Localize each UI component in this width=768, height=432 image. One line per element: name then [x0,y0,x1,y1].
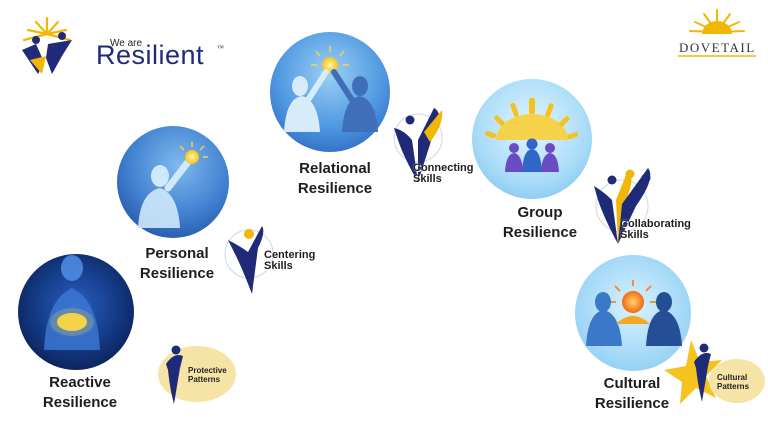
centering-skills-label: Centering Skills [264,250,315,272]
dovetail-wordmark: DOVETAIL [679,40,756,55]
collaborating-line1: Collaborating [620,218,691,230]
cultural-line1: Cultural [603,375,661,392]
relational-resilience-image [270,32,390,152]
cultural-line2: Resilience [594,395,670,412]
protective-patterns-icon [158,345,236,404]
cultural-resilience-label: Cultural Resilience [572,374,692,414]
collaborating-line2: Skills [620,229,649,241]
cultural-patterns-line2: Patterns [717,382,750,391]
personal-line1: Personal [145,245,209,262]
centering-line2: Skills [264,260,293,272]
relational-line2: Resilience [297,180,373,197]
connecting-line1: Connecting [413,162,474,174]
cultural-resilience-image [575,255,691,371]
reactive-line2: Resilience [42,394,118,411]
group-resilience-label: Group Resilience [480,203,600,243]
dovetail-sun-icon [689,9,745,34]
personal-resilience-label: Personal Resilience [117,244,237,284]
logo-small-text: We are [110,38,143,49]
collaborating-skills-label: Collaborating Skills [620,219,691,241]
connecting-line2: Skills [413,173,442,185]
group-line1: Group [517,204,563,221]
relational-resilience-label: Relational Resilience [275,159,395,199]
personal-resilience-image [117,126,229,238]
protective-line2: Patterns [188,375,221,384]
reactive-line1: Reactive [49,374,111,391]
centering-line1: Centering [264,249,316,261]
cultural-patterns-label: Cultural Patterns [717,373,749,391]
connecting-skills-icon [393,108,443,182]
reactive-resilience-label: Reactive Resilience [20,373,140,413]
connecting-skills-label: Connecting Skills [413,163,474,185]
centering-skills-icon [224,226,274,294]
group-resilience-image [472,79,592,199]
logo-main-text: Resilient [96,40,205,70]
protective-patterns-label: Protective Patterns [188,366,227,384]
collaborating-skills-icon [594,168,651,244]
cultural-patterns-icon [664,340,765,404]
we-are-resilient-logo-mark [22,16,72,74]
cultural-patterns-line1: Cultural [717,373,748,382]
personal-line2: Resilience [139,265,215,282]
group-line2: Resilience [502,224,578,241]
protective-line1: Protective [188,366,227,375]
relational-line1: Relational [299,160,371,177]
reactive-resilience-image [18,254,134,370]
logo-trademark: ™ [217,44,224,52]
